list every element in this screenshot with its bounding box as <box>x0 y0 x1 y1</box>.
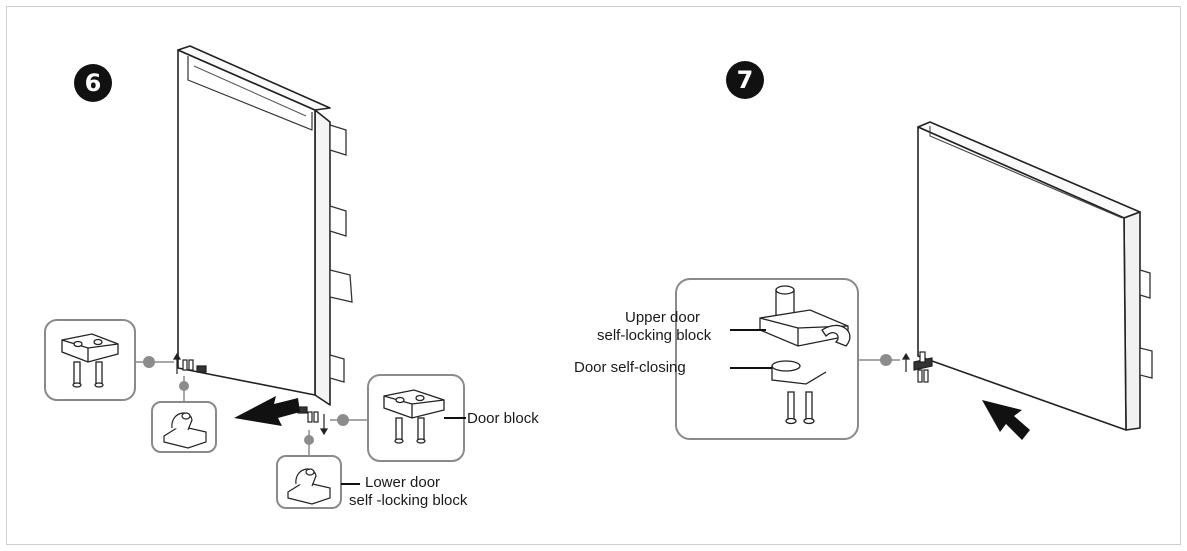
step6-callout-lower-lock <box>276 430 360 509</box>
step7-hinge-part <box>901 351 933 383</box>
step6-upper-hinge-parts <box>172 352 207 374</box>
label-upper-door-line1: Upper door <box>625 309 701 326</box>
step7-door <box>917 121 1141 431</box>
diagram-frame <box>6 6 1181 545</box>
step6-callout-door-block <box>330 374 466 462</box>
step-7-badge: 7 <box>726 61 764 99</box>
step7-callout-upper-lock <box>675 278 900 440</box>
label-lower-door-line2: self -locking block <box>349 492 468 509</box>
step6-callout-small-block <box>151 376 217 453</box>
step7-push-arrow <box>982 400 1030 440</box>
label-lower-door-line1: Lower door <box>365 474 441 491</box>
label-door-block: Door block <box>467 410 539 427</box>
step-6-badge: 6 <box>74 64 112 102</box>
step6-push-arrow <box>234 396 300 426</box>
step6-door-brackets <box>329 124 353 383</box>
step6-lower-hinge-parts <box>297 406 329 436</box>
label-door-self-closing: Door self-closing <box>574 359 686 376</box>
step6-door <box>177 45 331 406</box>
label-upper-door-line2: self-locking block <box>597 327 712 344</box>
step6-callout-hinge-plate <box>44 319 174 401</box>
step7-door-brackets <box>1139 269 1153 379</box>
